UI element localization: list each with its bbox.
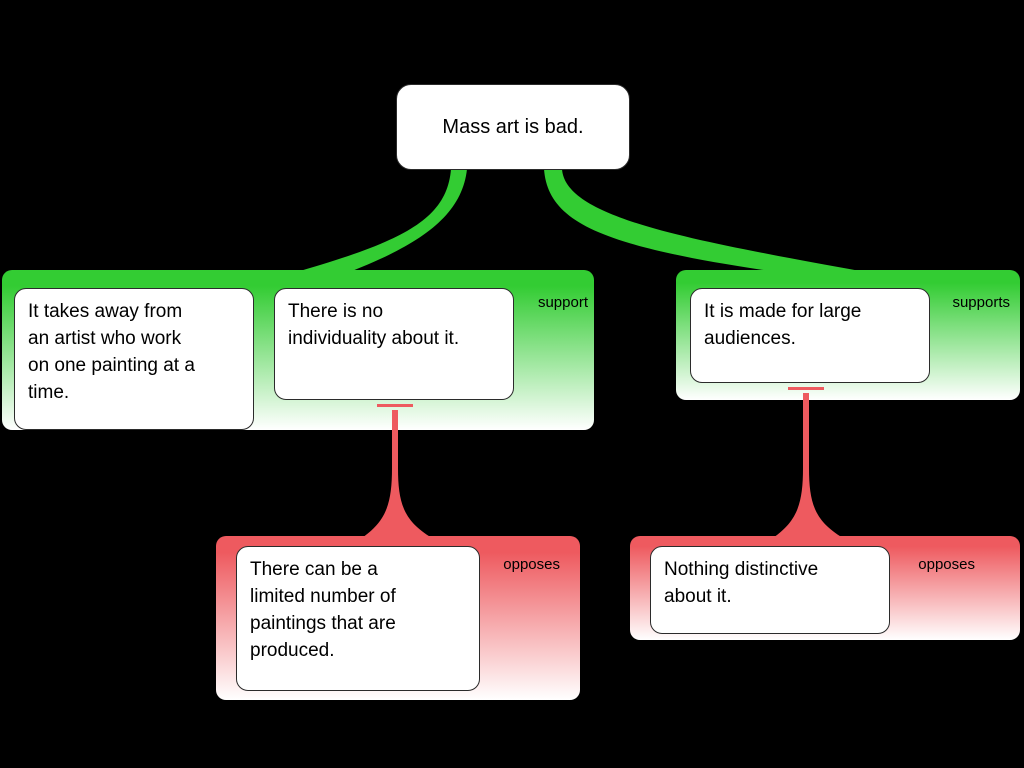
claim-text: There is no individuality about it. <box>288 301 460 349</box>
connector-root-to-right-support-group <box>544 169 860 271</box>
root-claim-text: Mass art is bad. <box>442 115 584 138</box>
claim-node[interactable]: There is no individuality about it. <box>274 288 514 400</box>
root-claim-node[interactable]: Mass art is bad. <box>396 84 630 170</box>
connector-claim-to-right-oppose-group <box>773 393 843 538</box>
claim-node[interactable]: There can be a limited number of paintin… <box>236 546 480 691</box>
group-label: opposes <box>503 556 560 573</box>
claim-node[interactable]: It takes away from an artist who work on… <box>14 288 254 430</box>
group-label: supports <box>952 294 1010 311</box>
group-label: support <box>537 294 588 311</box>
claim-node[interactable]: Nothing distinctive about it. <box>650 546 890 634</box>
support-group-left[interactable]: support It takes away from an artist who… <box>2 270 594 430</box>
claim-node[interactable]: It is made for large audiences. <box>690 288 930 383</box>
claim-text: It is made for large audiences. <box>704 301 862 349</box>
group-label: opposes <box>918 556 975 573</box>
oppose-group-right[interactable]: opposes Nothing distinctive about it. <box>630 536 1020 640</box>
oppose-group-left[interactable]: opposes There can be a limited number of… <box>216 536 580 700</box>
connector-root-to-left-support-group <box>300 169 467 271</box>
claim-text: It takes away from an artist who work on… <box>28 301 195 403</box>
support-group-right[interactable]: supports It is made for large audiences. <box>676 270 1020 400</box>
claim-text: There can be a limited number of paintin… <box>250 559 396 661</box>
claim-text: Nothing distinctive about it. <box>664 559 819 607</box>
